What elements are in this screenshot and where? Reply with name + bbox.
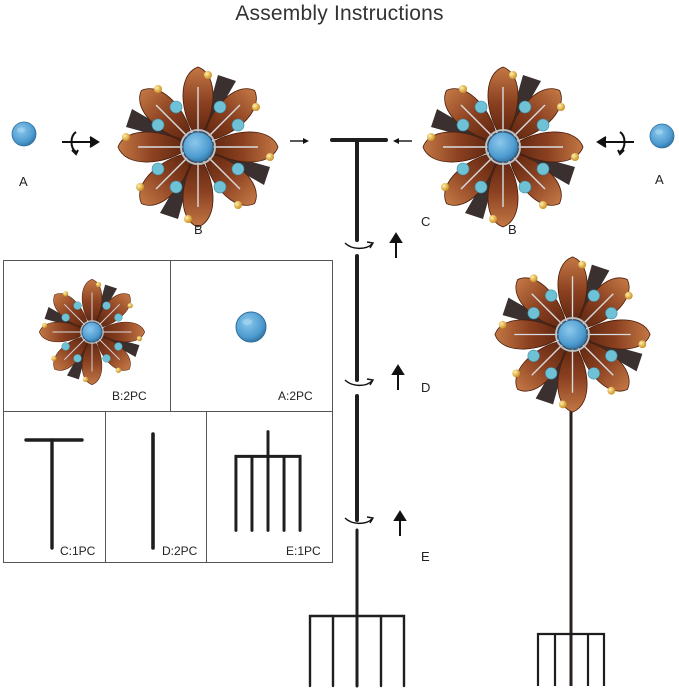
spinner-part-b-left xyxy=(118,67,278,227)
spinner-part-b-right xyxy=(423,67,583,227)
rotate-arrow-icon xyxy=(598,132,634,154)
label-c: C xyxy=(421,214,430,229)
label-a-right: A xyxy=(655,172,664,187)
cap-part-a-right xyxy=(650,124,674,148)
label-d: D xyxy=(421,380,430,395)
pole-assembly xyxy=(310,140,404,686)
arrow-right-icon xyxy=(290,138,309,144)
label-b-left: B xyxy=(194,222,203,237)
part-label-a: A:2PC xyxy=(278,389,313,403)
part-label-b: B:2PC xyxy=(112,389,147,403)
part-label-e: E:1PC xyxy=(286,544,321,558)
part-b-image xyxy=(39,279,144,384)
label-e: E xyxy=(421,549,430,564)
part-label-c: C:1PC xyxy=(60,544,95,558)
label-b-right: B xyxy=(508,222,517,237)
arrow-left-icon xyxy=(393,138,412,144)
part-c-image xyxy=(26,440,82,548)
cap-part-a-left xyxy=(12,122,36,146)
assembled-spinner xyxy=(495,257,650,686)
rotate-arrow-icon xyxy=(62,132,98,154)
part-label-d: D:2PC xyxy=(162,544,197,558)
label-a-left: A xyxy=(19,174,28,189)
arrow-up-icon xyxy=(391,234,405,536)
part-e-image xyxy=(236,432,300,531)
part-a-image xyxy=(236,312,266,342)
